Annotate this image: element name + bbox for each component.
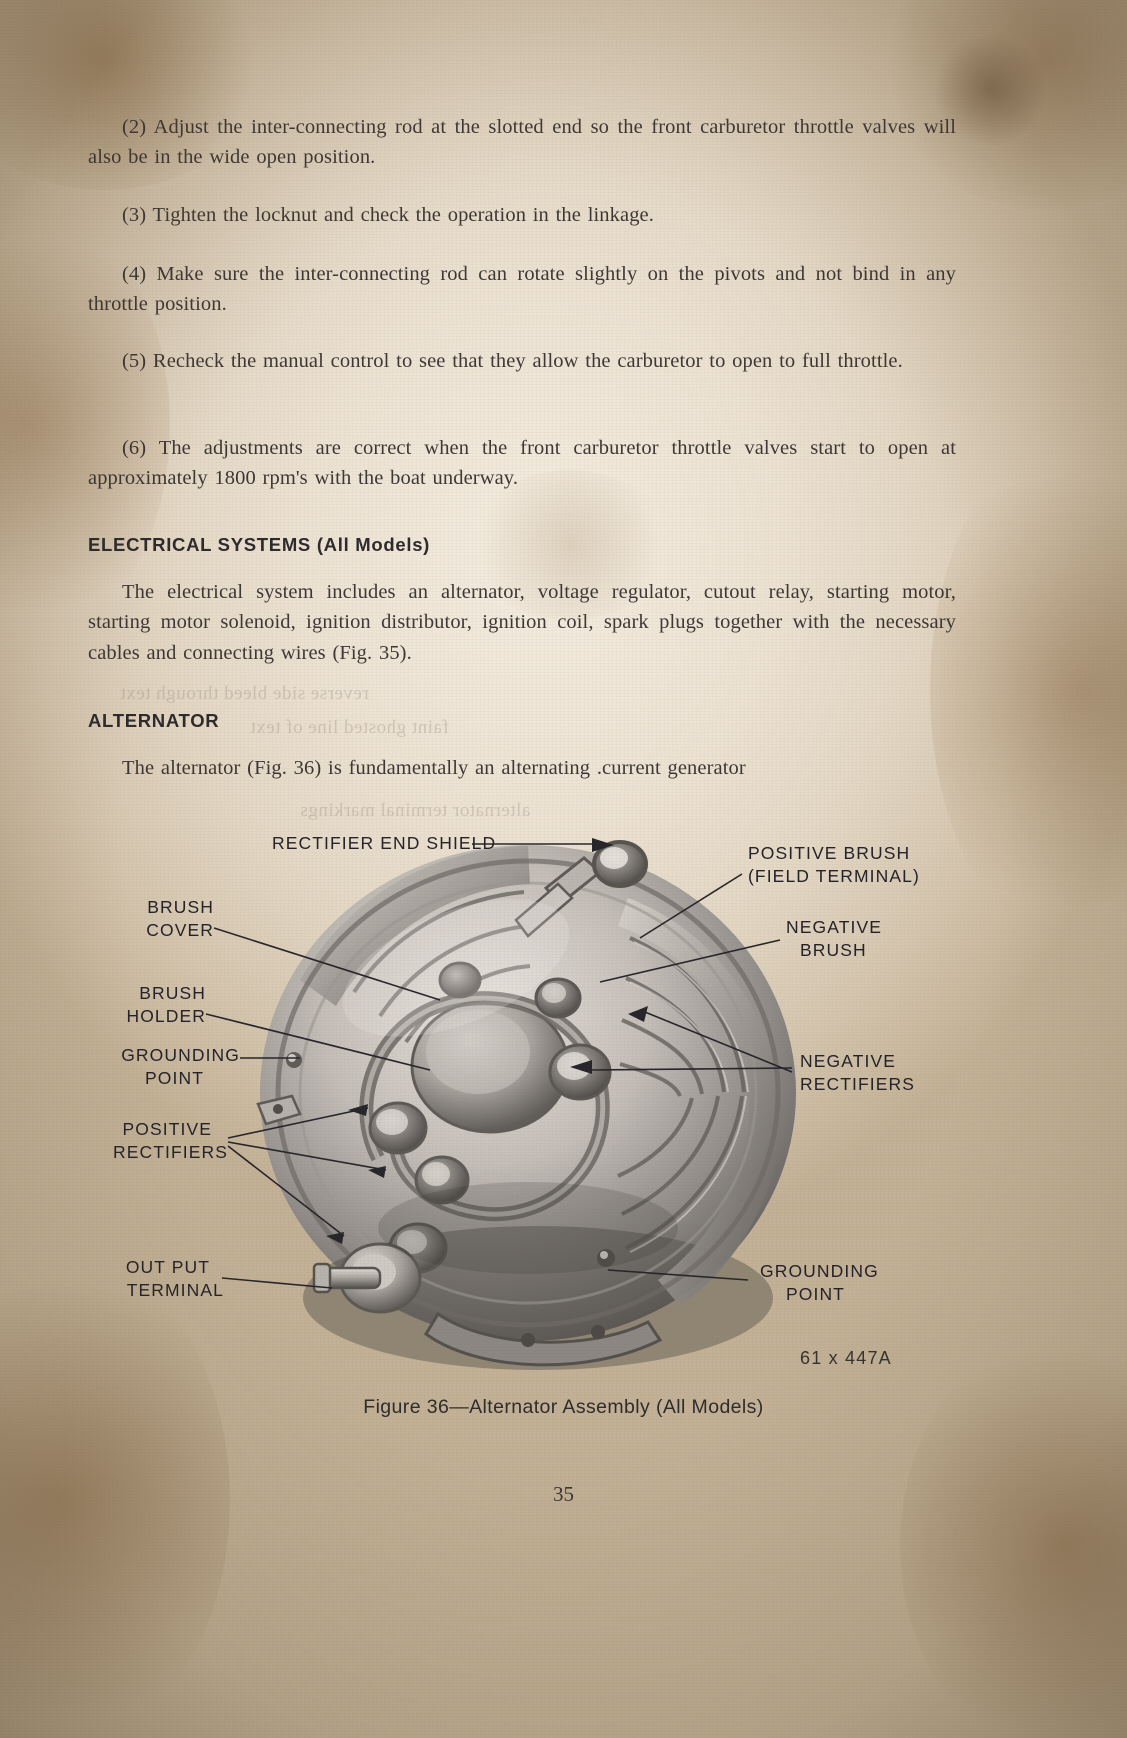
callout-grounding-point-right: GROUNDING POINT (760, 1260, 879, 1307)
callout-grounding-point-left-line-2: POINT (145, 1068, 204, 1089)
callout-positive-brush-line-1: POSITIVE BRUSH (748, 843, 911, 863)
grounding-screw-right (597, 1249, 615, 1267)
callout-negative-rectifiers: NEGATIVE RECTIFIERS (800, 1050, 915, 1097)
paragraph-6: (6) The adjustments are correct when the… (88, 437, 956, 490)
brush-assembly (514, 840, 648, 938)
callout-positive-rectifiers-line-2: RECTIFIERS (112, 1142, 228, 1163)
callout-negative-brush-line-2: BRUSH (800, 940, 867, 961)
callout-positive-rectifiers-line-1: POSITIVE (122, 1119, 212, 1139)
callout-grounding-point-left-line-1: GROUNDING (121, 1045, 240, 1065)
paragraph-alternator: The alternator (Fig. 36) is fundamentall… (122, 757, 746, 779)
paragraph-3: (3) Tighten the locknut and check the op… (122, 204, 654, 226)
callout-rectifier-end-shield: RECTIFIER END SHIELD (272, 832, 496, 855)
callout-brush-holder-line-1: BRUSH (139, 983, 206, 1003)
heading-electrical-systems: ELECTRICAL SYSTEMS (All Models) (88, 534, 431, 555)
paragraph-5: (5) Recheck the manual control to see th… (122, 350, 903, 372)
paragraph-2: (2) Adjust the inter-connecting rod at t… (88, 116, 956, 169)
callout-brush-holder: BRUSH HOLDER (16, 982, 206, 1029)
callout-positive-brush: POSITIVE BRUSH (FIELD TERMINAL) (748, 842, 920, 889)
callout-rectifier-end-shield-line-1: RECTIFIER END SHIELD (272, 833, 497, 853)
callout-brush-cover: BRUSH COVER (24, 896, 214, 943)
callout-negative-rectifiers-line-2: RECTIFIERS (800, 1074, 916, 1095)
callout-negative-brush-line-1: NEGATIVE (786, 917, 882, 937)
callout-grounding-point-right-line-1: GROUNDING (760, 1261, 879, 1281)
callout-leader-lines (205, 838, 793, 1289)
callout-positive-brush-line-2: (FIELD TERMINAL) (748, 866, 920, 887)
callout-grounding-point-left: GROUNDING POINT (10, 1044, 240, 1091)
callout-output-terminal: OUT PUT TERMINAL (12, 1256, 224, 1303)
heading-alternator: ALTERNATOR (88, 710, 220, 731)
callout-negative-brush: NEGATIVE BRUSH (786, 916, 882, 963)
callout-brush-cover-line-2: COVER (146, 920, 214, 941)
paragraph-electrical-systems: The electrical system includes an altern… (88, 581, 956, 664)
negative-rectifier-diodes (438, 961, 612, 1101)
output-terminal-stud (312, 1242, 422, 1314)
callout-negative-rectifiers-line-1: NEGATIVE (800, 1051, 896, 1071)
figure-caption: Figure 36—Alternator Assembly (All Model… (363, 1396, 764, 1418)
alternator-illustration (256, 840, 796, 1370)
callout-brush-holder-line-2: HOLDER (126, 1006, 206, 1027)
callout-output-terminal-line-2: TERMINAL (126, 1280, 224, 1301)
paragraph-4: (4) Make sure the inter-connecting rod c… (88, 263, 956, 316)
figure-36: RECTIFIER END SHIELD POSITIVE BRUSH (FIE… (0, 818, 1127, 1508)
callout-output-terminal-line-1: OUT PUT (125, 1257, 210, 1277)
callout-positive-rectifiers: POSITIVE RECTIFIERS (6, 1118, 228, 1165)
page-number: 35 (553, 1482, 574, 1506)
figure-code: 61 x 447A (800, 1348, 892, 1368)
callout-grounding-point-right-line-2: POINT (786, 1284, 845, 1305)
callout-brush-cover-line-1: BRUSH (147, 897, 214, 917)
